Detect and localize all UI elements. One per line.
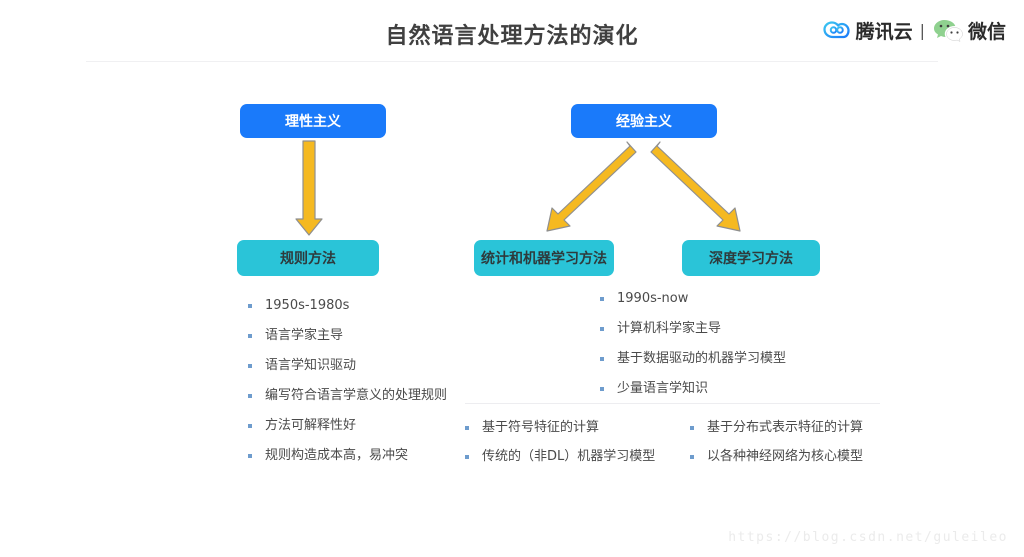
empirical-bullet-list: 1990s-now 计算机科学家主导 基于数据驱动的机器学习模型 少量语言学知识	[600, 290, 786, 410]
list-item-label: 少量语言学知识	[617, 381, 709, 396]
bullet-dot-icon	[248, 304, 252, 308]
rule-method-bullet-list: 1950s-1980s 语言学家主导 语言学知识驱动 编写符合语言学意义的处理规…	[248, 297, 447, 477]
list-item-label: 语言学知识驱动	[265, 358, 357, 373]
list-item-label: 计算机科学家主导	[617, 321, 722, 336]
list-item: 以各种神经网络为核心模型	[690, 448, 905, 465]
list-item-label: 传统的（非DL）机器学习模型	[482, 449, 656, 464]
arrow-empiricism-to-deep	[650, 141, 741, 232]
list-item-label: 基于数据驱动的机器学习模型	[617, 351, 787, 366]
bullet-dot-icon	[690, 426, 694, 430]
list-item-label: 语言学家主导	[265, 328, 344, 343]
tencent-cloud-name: 腾讯云	[855, 20, 913, 43]
wechat-name: 微信	[967, 20, 1006, 43]
bullet-dot-icon	[465, 426, 469, 430]
node-deep-learning-method[interactable]: 深度学习方法	[682, 240, 820, 276]
list-item: 基于数据驱动的机器学习模型	[600, 350, 786, 367]
bullet-dot-icon	[465, 455, 469, 459]
diagram-canvas: 理性主义 经验主义 规则方法 统计和机器学习方法 深度学习方法 1950s-19…	[0, 62, 1024, 557]
brand-logos: 腾讯云 | 微信	[822, 14, 1006, 46]
bullet-dot-icon	[600, 357, 604, 361]
bullet-dot-icon	[600, 297, 604, 301]
bullet-dot-icon	[690, 455, 694, 459]
node-rationalism[interactable]: 理性主义	[240, 104, 386, 138]
list-item-label: 基于符号特征的计算	[482, 420, 600, 435]
header-divider	[86, 61, 938, 62]
bullet-dot-icon	[248, 424, 252, 428]
cloud-icon	[822, 21, 850, 39]
list-item-label: 规则构造成本高，易冲突	[265, 448, 409, 463]
list-item-label: 1990s-now	[617, 291, 689, 306]
wechat-logo: 微信	[933, 17, 1006, 44]
list-item: 编写符合语言学意义的处理规则	[248, 387, 447, 404]
list-item: 基于分布式表示特征的计算	[690, 419, 905, 436]
arrow-empiricism-to-statistical	[546, 141, 637, 232]
list-item-label: 基于分布式表示特征的计算	[707, 420, 864, 435]
bullet-dot-icon	[248, 394, 252, 398]
wechat-icon	[933, 20, 963, 42]
node-rule-method[interactable]: 规则方法	[237, 240, 379, 276]
tencent-cloud-logo: 腾讯云	[822, 17, 913, 44]
list-item: 语言学家主导	[248, 327, 447, 344]
deep-learning-sub-bullet-list: 基于分布式表示特征的计算 以各种神经网络为核心模型	[690, 419, 905, 477]
list-item-label: 编写符合语言学意义的处理规则	[265, 388, 448, 403]
statistical-sub-bullet-list: 基于符号特征的计算 传统的（非DL）机器学习模型	[465, 419, 680, 477]
list-item: 1990s-now	[600, 290, 786, 307]
sub-lists-divider	[465, 403, 880, 404]
list-item: 方法可解释性好	[248, 417, 447, 434]
bullet-dot-icon	[600, 327, 604, 331]
list-item-label: 1950s-1980s	[265, 298, 350, 313]
list-item: 规则构造成本高，易冲突	[248, 447, 447, 464]
page-title: 自然语言处理方法的演化	[385, 24, 639, 49]
list-item: 基于符号特征的计算	[465, 419, 680, 436]
list-item: 少量语言学知识	[600, 380, 786, 397]
bullet-dot-icon	[248, 364, 252, 368]
node-empiricism[interactable]: 经验主义	[571, 104, 717, 138]
list-item: 计算机科学家主导	[600, 320, 786, 337]
bullet-dot-icon	[600, 387, 604, 391]
arrow-layer	[295, 140, 741, 236]
list-item-label: 以各种神经网络为核心模型	[707, 449, 864, 464]
list-item: 传统的（非DL）机器学习模型	[465, 448, 680, 465]
list-item-label: 方法可解释性好	[265, 418, 357, 433]
bullet-dot-icon	[248, 334, 252, 338]
page-header: 自然语言处理方法的演化 腾讯云 |	[0, 0, 1024, 62]
brand-separator: |	[919, 20, 925, 40]
list-item: 语言学知识驱动	[248, 357, 447, 374]
arrow-rationalism-to-rule	[295, 140, 323, 236]
watermark-url: https://blog.csdn.net/guleileo	[728, 530, 1008, 545]
list-item: 1950s-1980s	[248, 297, 447, 314]
bullet-dot-icon	[248, 454, 252, 458]
node-statistical-ml-method[interactable]: 统计和机器学习方法	[474, 240, 614, 276]
